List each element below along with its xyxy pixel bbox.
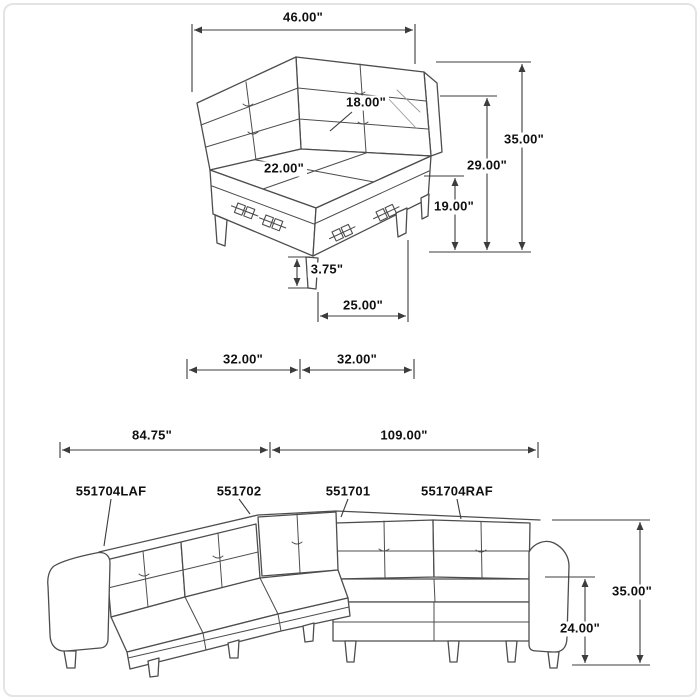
part-number-laf-label: 551704LAF — [75, 483, 147, 499]
right-seat-top — [332, 578, 534, 603]
dim-base-left-label: 32.00" — [223, 351, 263, 367]
part-number-armless-label: 551701 — [325, 483, 371, 499]
dim-leg-span-label: 25.00" — [343, 297, 383, 313]
dim-corner-height-seat-label: 19.00" — [431, 199, 477, 215]
sheen-lines — [385, 89, 421, 129]
dim-corner-width-label: 46.00" — [283, 9, 323, 25]
dim-seat-depth-label: 22.00" — [261, 161, 307, 177]
dim-back-cushion-label: 18.00" — [343, 95, 389, 111]
tuft-dimples — [138, 541, 487, 577]
buckle-straps — [230, 202, 400, 242]
corner-unit-drawing — [196, 56, 443, 290]
page-border — [3, 3, 697, 697]
dim-sectional-height-label: 35.00" — [609, 584, 655, 600]
tuft-dimples — [242, 91, 369, 135]
dim-corner-height-back-label: 29.00" — [464, 158, 510, 174]
back-rail — [98, 510, 541, 553]
dim-sectional-arm-height-label: 24.00" — [557, 621, 603, 637]
part-number-raf-label: 551704RAF — [421, 483, 493, 499]
dimension-lines-corner-unit — [186, 24, 531, 379]
part-leader-lines — [103, 498, 462, 547]
left-arm — [47, 551, 111, 652]
dim-leg-height-label: 3.75" — [307, 262, 347, 278]
dim-sectional-left-length-label: 84.75" — [132, 427, 172, 443]
legs — [63, 622, 560, 678]
dim-base-right-label: 32.00" — [337, 351, 377, 367]
right-seams — [332, 520, 534, 642]
leader-18 — [329, 111, 353, 132]
dimension-lines-sectional — [59, 442, 650, 666]
sectional-drawing — [47, 510, 570, 678]
dim-corner-height-overall-label: 35.00" — [501, 132, 547, 148]
part-number-corner-label: 551702 — [216, 483, 262, 499]
dim-sectional-right-length-label: 109.00" — [380, 427, 428, 443]
